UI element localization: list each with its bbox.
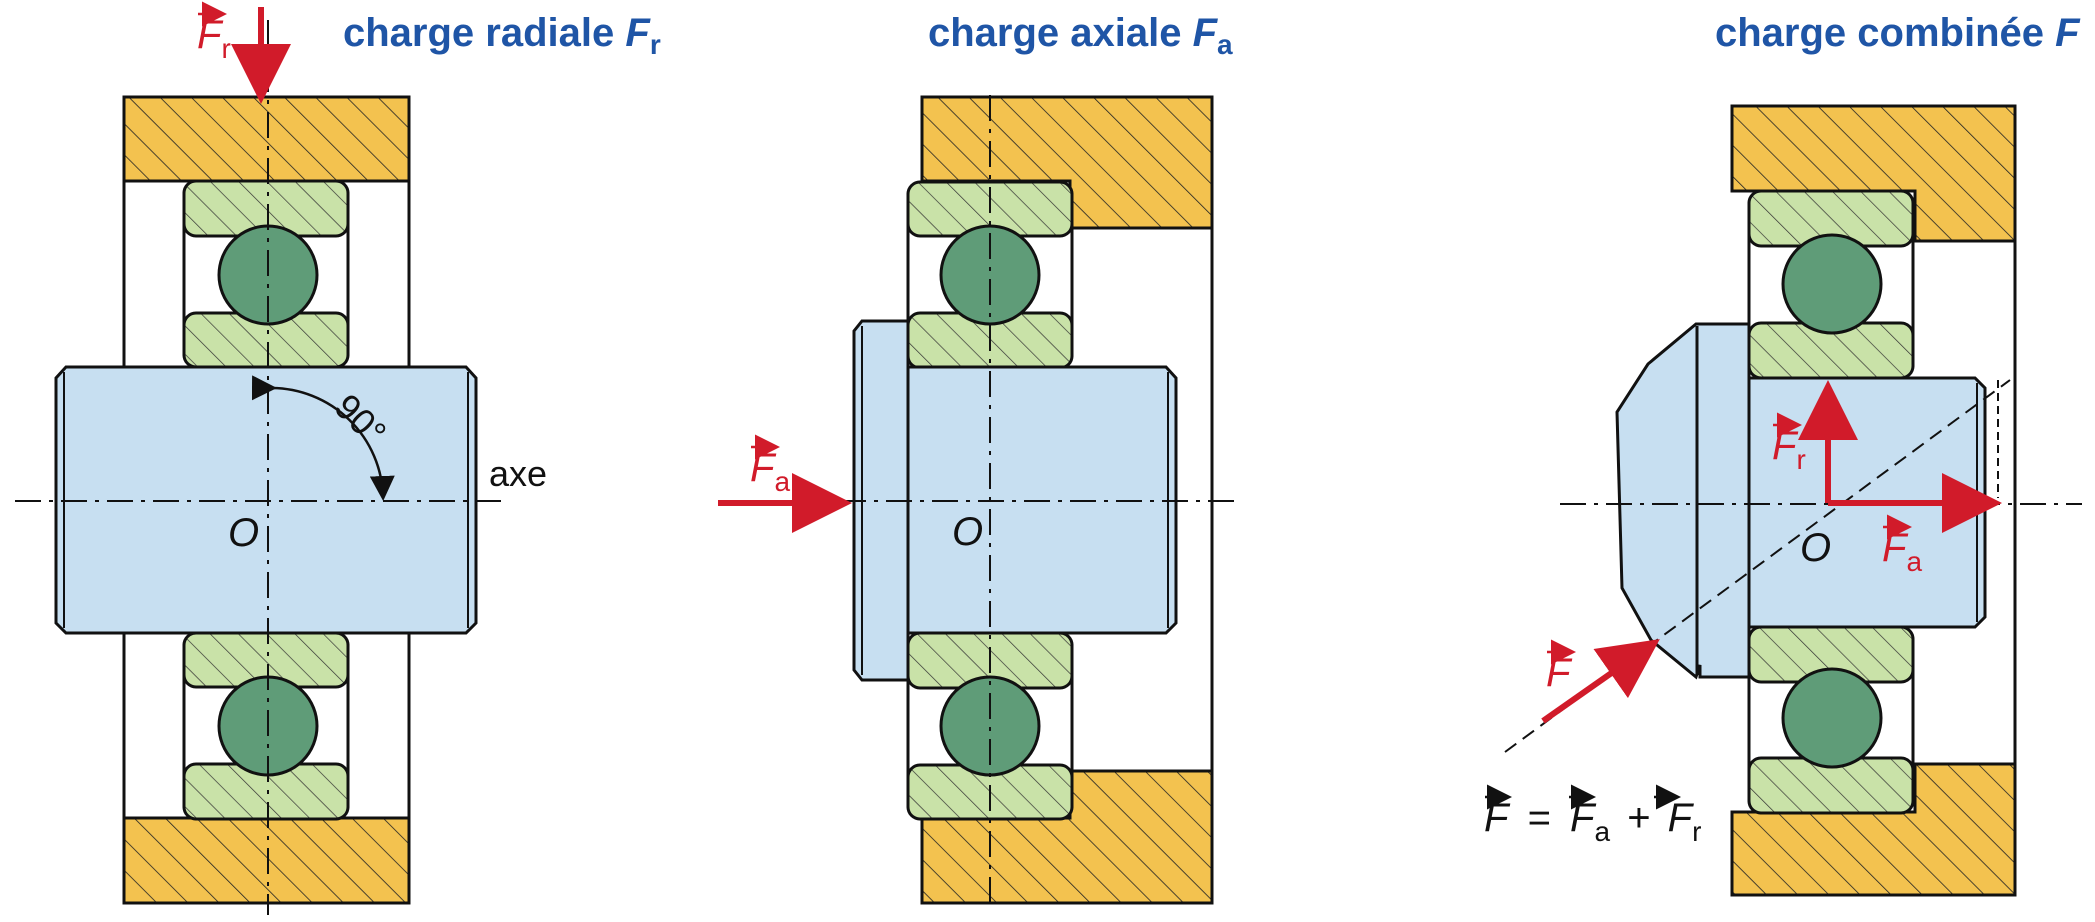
housing-top — [122, 95, 411, 183]
ball-icon — [1781, 233, 1883, 335]
origin-label: O — [952, 510, 983, 554]
panel-title: charge combinée F — [1715, 11, 2081, 55]
ball-icon — [939, 224, 1041, 326]
housing-top — [1730, 104, 2017, 243]
force-fa-label: Fa — [750, 434, 790, 497]
axis-label: axe — [489, 453, 547, 494]
panel-title: charge axiale Fa — [928, 11, 1233, 60]
svg-text:F: F — [1546, 651, 1573, 695]
force-fr-label: Fr — [1772, 412, 1806, 475]
shaft-head — [1615, 322, 1751, 680]
panel-title: charge radiale Fr — [343, 11, 661, 60]
svg-text:Fa: Fa — [750, 446, 790, 497]
bearing-top — [906, 180, 1074, 370]
svg-text:Fr: Fr — [197, 13, 231, 64]
force-fa-label: Fa — [1882, 514, 1922, 577]
bearing-top — [182, 179, 350, 369]
force-arrow-icon — [1541, 639, 1660, 724]
ball-icon — [1781, 667, 1883, 769]
svg-text:F = Fa: F = Fa + Fr — [1484, 796, 1701, 850]
housing-bottom — [122, 816, 411, 905]
force-fr-label: Fr — [197, 1, 231, 64]
panel-axial: O Fa charge axiale Fa — [718, 11, 1235, 905]
angle-arc — [251, 375, 395, 501]
panel-combined: O Fr Fa F F = Fa + Fr — [1484, 11, 2082, 897]
origin-label: O — [1800, 526, 1831, 570]
resultant-equation: F = Fa + Fr — [1484, 784, 1701, 850]
bearing-top — [1747, 189, 1915, 380]
panel-radial: 90° axe O Fr charge radiale Fr — [15, 1, 661, 915]
bearing-bottom — [182, 631, 350, 821]
origin-label: O — [228, 511, 259, 555]
housing-bottom — [1730, 762, 2017, 897]
shaft-collar — [852, 319, 910, 682]
force-f-label: F — [1546, 639, 1576, 695]
bearing-bottom — [1747, 625, 1915, 815]
